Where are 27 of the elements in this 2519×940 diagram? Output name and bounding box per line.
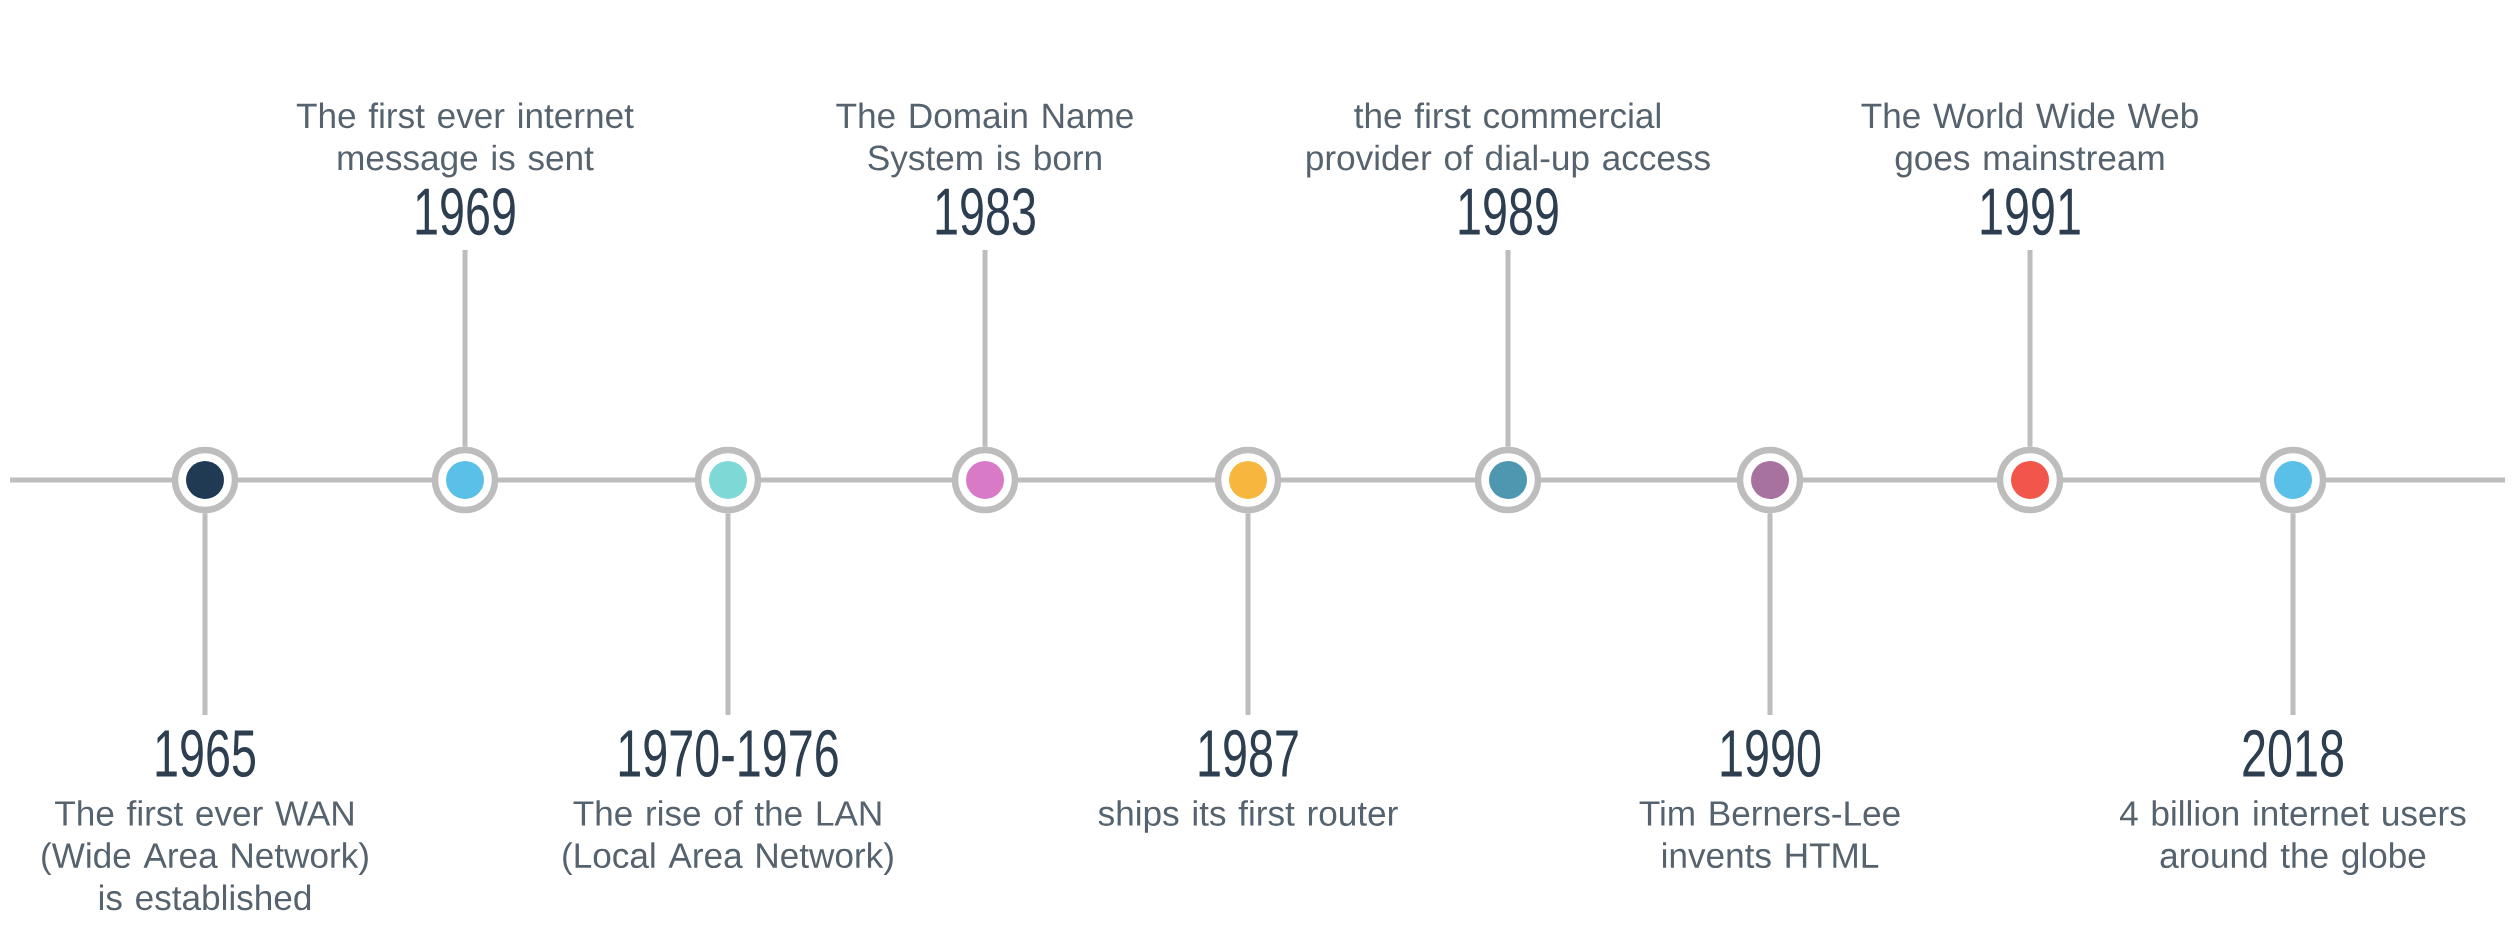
stem-line	[462, 250, 468, 447]
event-label: 1965 The first ever WAN (Wide Area Network) is established	[42, 729, 368, 911]
stem-line	[982, 250, 988, 447]
event-label: The first ever internet message is sent 1969	[296, 102, 634, 236]
timeline-dot	[2259, 446, 2327, 514]
event-label: the first commercial provider of dial-up access 1989	[1307, 102, 1710, 236]
stem-line	[1505, 250, 1511, 447]
timeline-dot	[951, 446, 1019, 514]
timeline-dot	[1736, 446, 1804, 514]
stem-line	[202, 513, 208, 715]
stem-line	[2290, 513, 2296, 715]
timeline-dot	[1474, 446, 1542, 514]
stem-line	[2027, 250, 2033, 447]
timeline-dot	[1214, 446, 1282, 514]
timeline-dot	[431, 446, 499, 514]
stem-line	[1767, 513, 1773, 715]
stem-line	[1245, 513, 1251, 715]
event-label: 1990 Tim Berners-Lee invents HTML	[1639, 729, 1900, 869]
event-label: The Domain Name System is born 1983	[836, 102, 1133, 236]
timeline-dot	[694, 446, 762, 514]
timeline-dot	[1996, 446, 2064, 514]
event-label: The World Wide Web goes mainstream 1991	[1861, 102, 2198, 236]
event-label: 1987 ships its first router	[1098, 729, 1398, 833]
event-label: 2018 4 billion internet users around the globe	[2119, 729, 2466, 876]
timeline-dot	[171, 446, 239, 514]
stem-line	[725, 513, 731, 715]
event-label: 1970-1976 The rise of the LAN (Local Area Network)	[563, 729, 893, 876]
